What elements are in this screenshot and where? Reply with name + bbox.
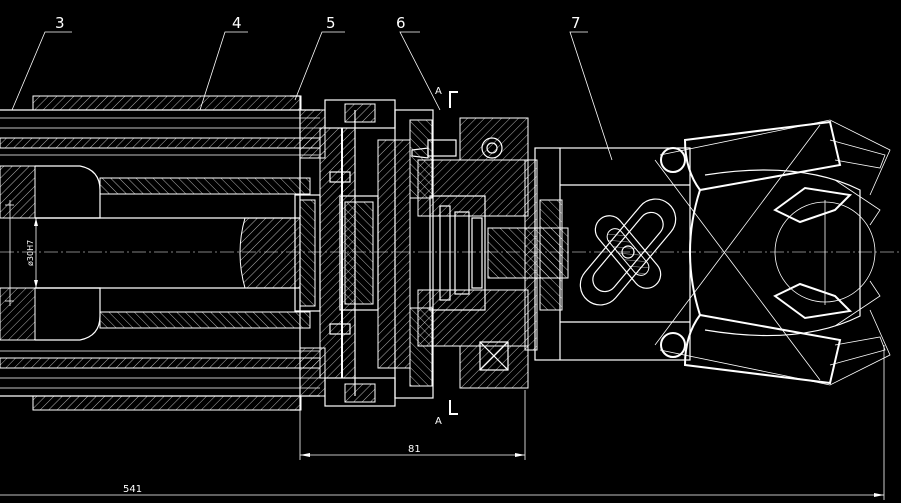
section-mark-label-bottom: A xyxy=(435,416,442,427)
part-label-4: 4 xyxy=(232,14,242,32)
section-mark-bottom: A xyxy=(435,400,458,427)
part-label-6: 6 xyxy=(396,14,406,32)
dimension-81-text: 81 xyxy=(408,444,421,455)
leader-lines xyxy=(11,31,613,161)
cam-link xyxy=(579,198,677,306)
dimension-bore: ø30H7 xyxy=(26,218,38,288)
section-mark-label-top: A xyxy=(435,86,442,97)
piston-rod xyxy=(0,165,311,341)
dimension-81: 81 xyxy=(299,390,526,460)
section-mark-top: A xyxy=(435,86,458,108)
dimension-bore-text: ø30H7 xyxy=(26,240,35,266)
coupling xyxy=(394,109,569,399)
dimension-541: 541 xyxy=(0,345,885,500)
part-label-5: 5 xyxy=(326,14,336,32)
gripper-fingers xyxy=(654,119,891,386)
dimension-541-text: 541 xyxy=(123,484,142,495)
bearing-block xyxy=(319,110,411,396)
gripper-body xyxy=(524,147,691,361)
outer-cylinder xyxy=(0,95,321,411)
part-label-7: 7 xyxy=(571,14,581,32)
part-label-3: 3 xyxy=(55,14,65,32)
